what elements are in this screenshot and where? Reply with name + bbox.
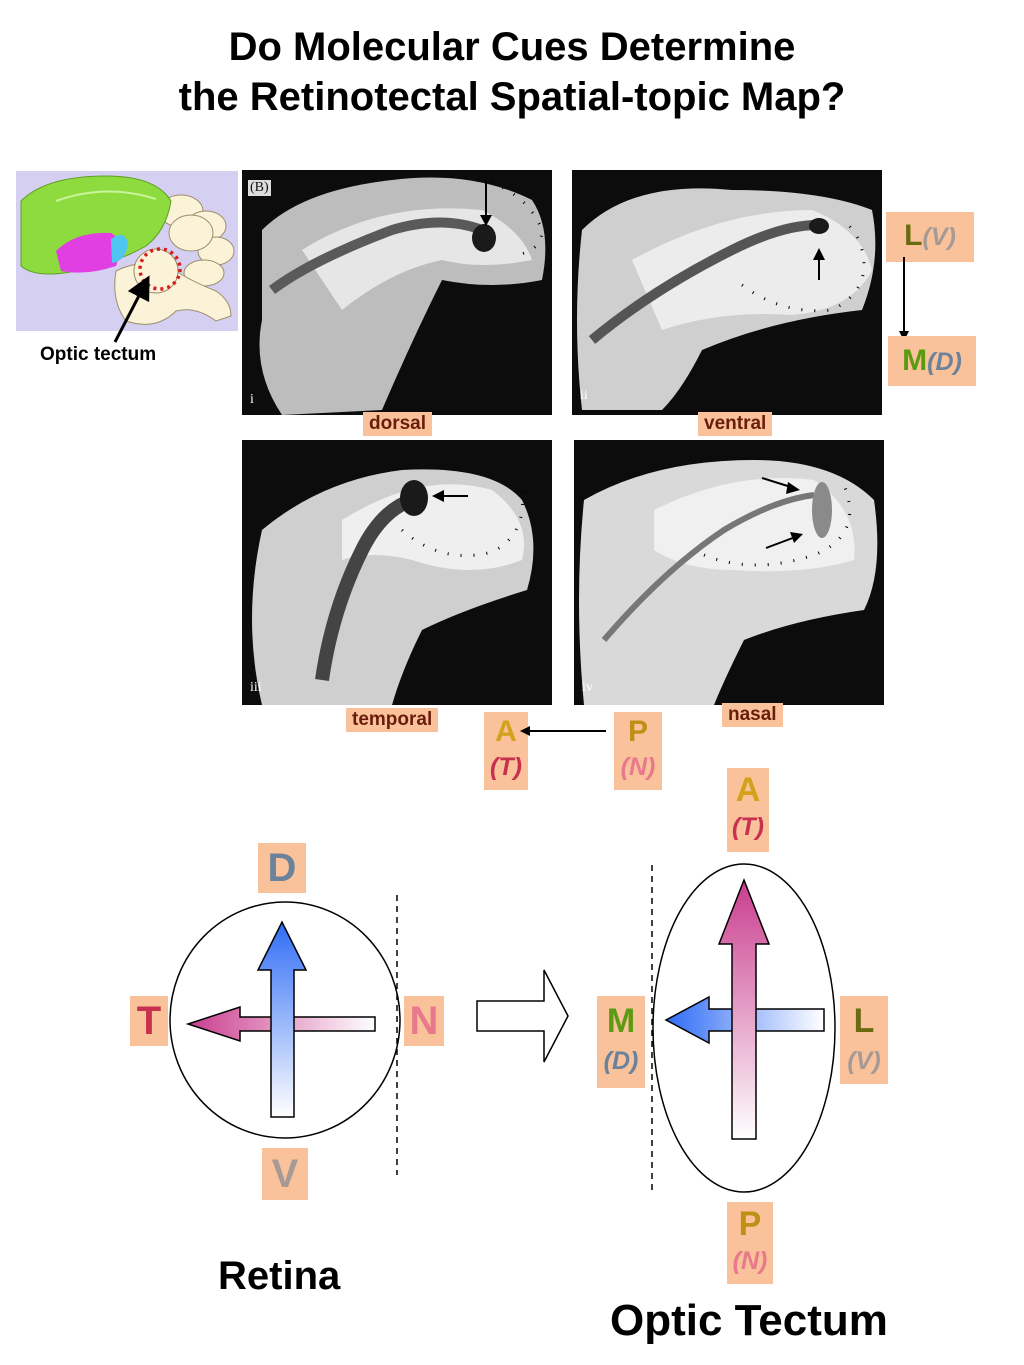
panel-letter: (B) — [248, 180, 271, 196]
anterior-letter: A — [495, 715, 517, 748]
transition-arrow — [476, 969, 569, 1063]
photo-numeral: iv — [582, 680, 593, 695]
posterior-letter: P — [627, 715, 648, 748]
tectum-tag-posterior: P (N) — [727, 1202, 773, 1284]
tectum-tag-lateral: L (V) — [840, 996, 888, 1084]
tectum-label: Optic Tectum — [610, 1296, 888, 1345]
page-title: Do Molecular Cues Determine the Retinote… — [0, 22, 1024, 122]
retina-tag-temporal: T — [130, 996, 168, 1046]
medial-letter: M — [902, 344, 928, 377]
cerebellum — [158, 194, 235, 287]
retina-diagram — [169, 895, 401, 1175]
lateral-letter: L — [904, 219, 923, 252]
retina-label: Retina — [218, 1254, 341, 1298]
tectum-arrow-anterior — [717, 877, 771, 1140]
retina-tag-ventral: V — [262, 1148, 308, 1200]
tectum-medial-letter: M — [606, 1002, 636, 1040]
temporal-sub: (T) — [490, 753, 522, 781]
tectum-medial-sub: (D) — [603, 1047, 639, 1075]
caption-nasal: nasal — [722, 703, 783, 727]
tectum-highlight-circle — [138, 247, 182, 291]
tectum-anterior-letter: A — [735, 771, 761, 809]
photo-dorsal: (B) i — [242, 170, 552, 415]
retina-tag-nasal: N — [404, 996, 444, 1046]
tag-lateral: L(V) — [886, 212, 974, 262]
tectum-tag-anterior: A (T) — [727, 768, 769, 852]
photo-ventral: ii — [572, 170, 882, 415]
tectum-diagram — [651, 863, 836, 1193]
thalamus-blue — [111, 234, 128, 263]
tag-posterior: P (N) — [614, 712, 662, 790]
tag-medial: M(D) — [888, 336, 976, 386]
retina-arrow-dorsal — [256, 920, 308, 1118]
caption-dorsal: dorsal — [363, 412, 433, 436]
tectum-anterior-sub: (T) — [732, 813, 764, 841]
tectum-tag-medial: M (D) — [597, 996, 645, 1088]
tectum-posterior-letter: P — [738, 1205, 762, 1243]
nasal-sub: (N) — [620, 753, 656, 781]
caption-temporal: temporal — [346, 708, 439, 732]
title-line-2: the Retinotectal Spatial-topic Map? — [178, 75, 846, 119]
caption-ventral: ventral — [698, 412, 773, 436]
photo-numeral: iii — [250, 680, 262, 695]
diencephalon — [56, 232, 120, 273]
tectum-lateral-letter: L — [853, 1002, 875, 1040]
tag-anterior: A (T) — [484, 712, 528, 790]
tectum-posterior-sub: (N) — [732, 1247, 768, 1275]
photo-numeral: ii — [580, 388, 588, 403]
photo-nasal: iv — [574, 440, 884, 705]
dorsal-sub: (D) — [927, 348, 962, 376]
retina-tag-dorsal: D — [258, 843, 306, 893]
ventral-sub: (V) — [922, 223, 956, 251]
ap-axis-arrow — [520, 726, 606, 736]
callout-arrow — [113, 275, 150, 343]
lm-axis-arrow — [899, 257, 909, 341]
tectum-lateral-sub: (V) — [847, 1047, 881, 1075]
optic-tectum-callout: Optic tectum — [40, 344, 157, 365]
title-line-1: Do Molecular Cues Determine — [228, 25, 796, 69]
photo-temporal: iii — [242, 440, 552, 705]
brain-diagram — [16, 171, 238, 331]
brain-illustration — [16, 171, 238, 331]
photo-numeral: i — [250, 392, 254, 407]
